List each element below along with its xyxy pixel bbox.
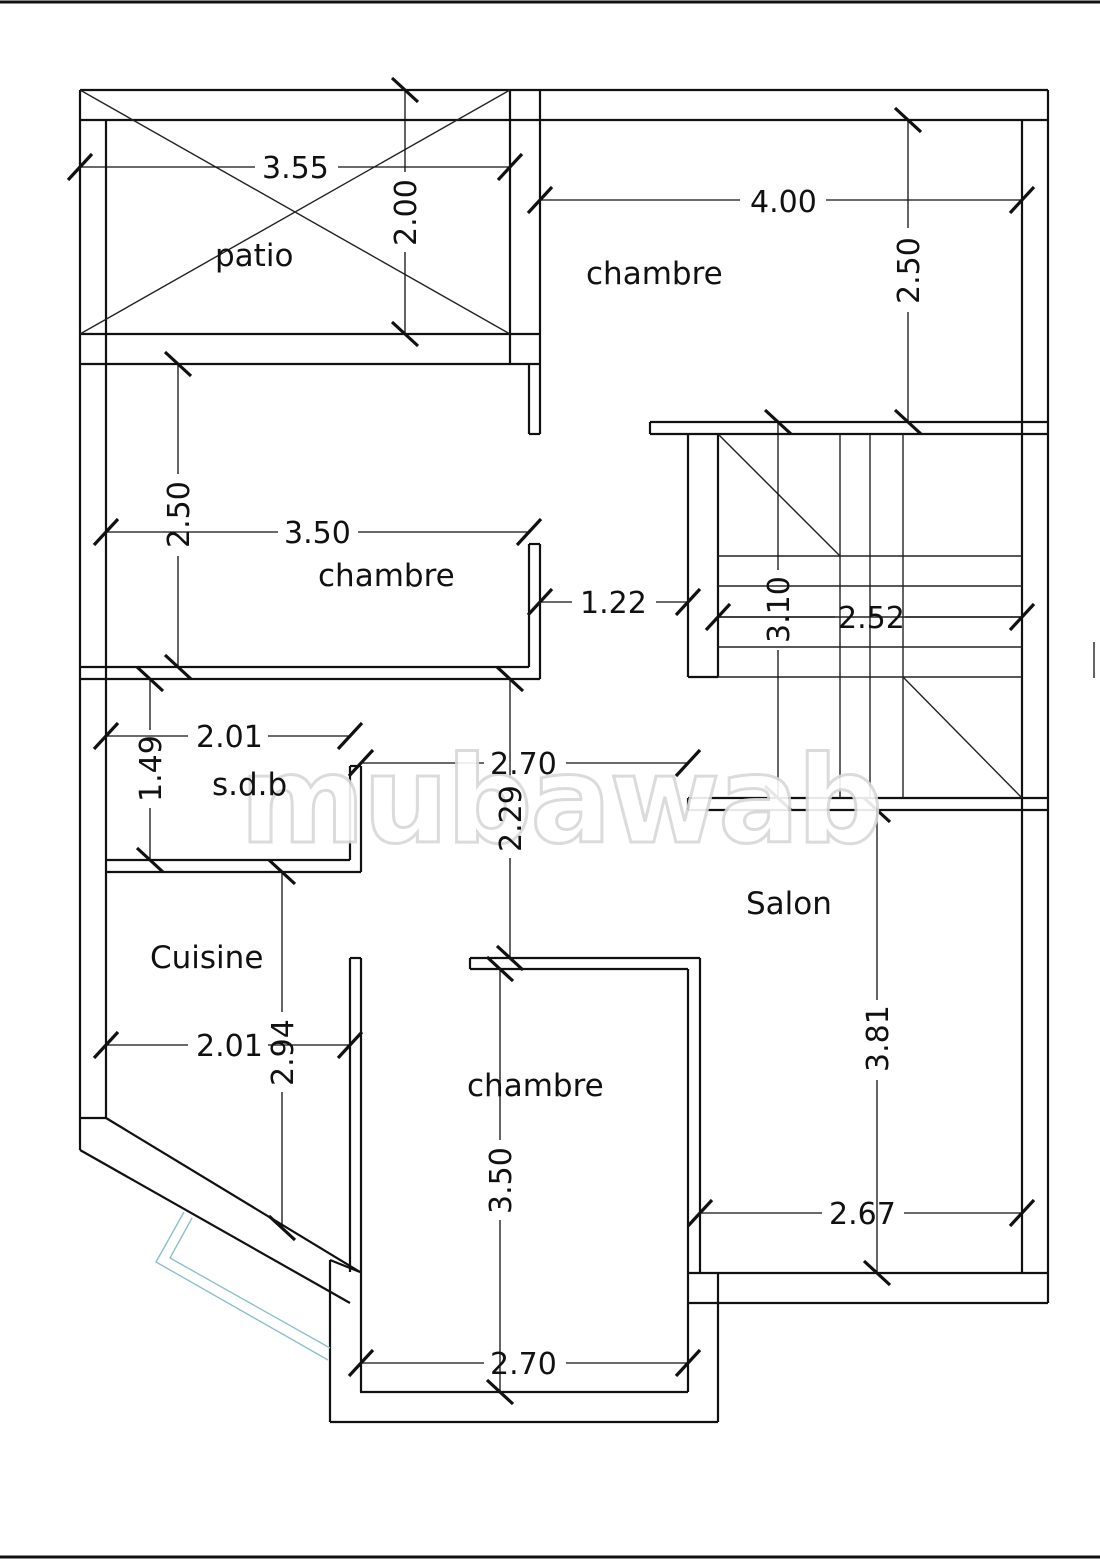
room-label-cuisine: Cuisine [150, 940, 263, 976]
interior-walls [80, 364, 702, 1392]
room-label-salon: Salon [746, 886, 832, 922]
dim-label-chambre-mid-width: 3.50 [284, 516, 351, 551]
dim-label-stair-width: 2.52 [838, 601, 905, 636]
dim-label-salon-width: 2.67 [829, 1197, 896, 1232]
dim-label-chambre-bottom-width: 2.70 [490, 1347, 557, 1382]
dim-label-sdb-depth: 1.49 [134, 735, 169, 802]
dimension-lines [66, 76, 1095, 1406]
patio-void [79, 89, 542, 366]
dim-label-sdb-width: 2.01 [196, 720, 263, 755]
outer-walls [78, 88, 1050, 1424]
dim-label-corridor-width: 1.22 [580, 586, 647, 621]
dim-label-chambre-top-depth: 2.50 [892, 237, 927, 304]
dim-label-patio-width: 3.55 [262, 151, 329, 186]
room-label-chambre-top: chambre [586, 256, 723, 292]
dim-label-stair-depth: 3.10 [762, 576, 797, 643]
kitchen-window [155, 1211, 331, 1361]
dim-label-cuisine-width: 2.01 [196, 1029, 263, 1064]
dim-label-chambre-mid-depth: 2.50 [162, 481, 197, 548]
room-label-patio: patio [215, 238, 293, 274]
dim-label-hall-depth: 2.29 [494, 785, 529, 852]
room-label-chambre-bottom: chambre [467, 1068, 604, 1104]
watermark: mubawab [240, 732, 881, 871]
dim-label-hall-width: 2.70 [490, 747, 557, 782]
room-label-sdb: s.d.b [212, 767, 287, 803]
dim-label-chambre-bottom-depth: 3.50 [484, 1147, 519, 1214]
dim-label-chambre-top-width: 4.00 [750, 185, 817, 220]
dim-label-salon-depth: 3.81 [861, 1005, 896, 1072]
dim-label-cuisine-depth: 2.94 [266, 1019, 301, 1086]
room-label-chambre-mid: chambre [318, 558, 455, 594]
dim-label-patio-depth: 2.00 [389, 179, 424, 246]
